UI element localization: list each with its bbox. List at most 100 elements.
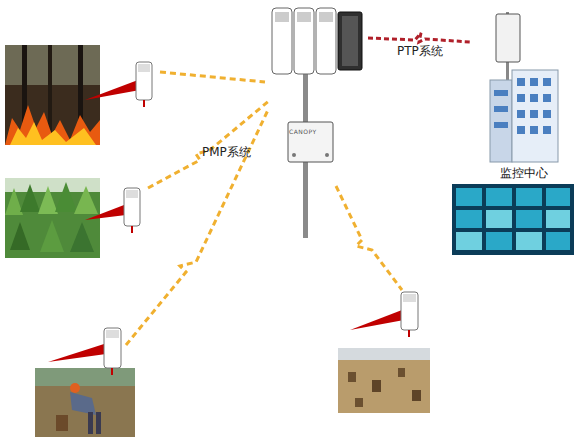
monitoring-center: 监控中心	[470, 10, 575, 255]
window	[543, 126, 551, 134]
panel-antenna	[496, 14, 520, 62]
monitoring-center-art	[452, 12, 574, 255]
helmet	[70, 383, 80, 393]
video-tile	[456, 232, 482, 250]
camera-beam	[85, 205, 126, 220]
window	[530, 78, 538, 86]
camera	[85, 188, 140, 233]
flames	[10, 122, 96, 145]
camera	[350, 292, 418, 337]
video-tile	[546, 188, 570, 206]
camera-beam	[350, 310, 404, 330]
window	[494, 90, 508, 96]
video-tile	[516, 232, 542, 250]
wireless-link	[336, 186, 402, 290]
video-tile	[456, 188, 482, 206]
radio-unit	[272, 8, 292, 74]
panel-antenna	[338, 12, 362, 70]
building-windows	[494, 78, 551, 134]
radio-unit	[316, 8, 336, 74]
link-label: PTP系统	[397, 45, 443, 58]
base-station: CANOPY	[268, 5, 368, 237]
node-label: 监控中心	[500, 167, 548, 180]
tree	[38, 186, 58, 214]
window	[517, 110, 525, 118]
person-body	[70, 392, 96, 415]
camera-mark	[143, 100, 145, 107]
system-label: PMP系统	[202, 146, 251, 159]
forest-fire-photo	[5, 45, 100, 145]
tree	[74, 186, 98, 214]
building	[512, 70, 558, 162]
video-tile	[486, 188, 512, 206]
camera-body	[104, 328, 121, 368]
node-label: CANOPY	[289, 129, 317, 136]
tree-trunk	[48, 45, 52, 135]
pmp-links	[126, 72, 402, 345]
control-box	[288, 122, 333, 162]
photo-background	[35, 368, 135, 437]
camera-top	[138, 64, 150, 72]
video-wall	[452, 184, 574, 255]
video-tiles	[456, 188, 570, 250]
stump	[348, 372, 356, 382]
video-tile	[456, 210, 482, 228]
building-side	[490, 80, 512, 162]
window	[543, 110, 551, 118]
radio-unit	[294, 8, 314, 74]
tree	[55, 182, 77, 212]
camera-body	[401, 292, 418, 330]
radio-top	[275, 12, 289, 22]
window	[530, 94, 538, 102]
stump	[398, 368, 405, 377]
wireless-link	[126, 110, 268, 345]
camera-beam	[48, 344, 106, 362]
box-screw	[325, 153, 329, 157]
person-leg	[88, 412, 93, 434]
video-tile	[486, 210, 512, 228]
radio-top	[297, 12, 311, 22]
camera-body	[136, 62, 152, 100]
forest-photo	[5, 178, 100, 258]
wireless-link	[160, 72, 265, 82]
window	[517, 126, 525, 134]
window	[530, 110, 538, 118]
window	[543, 94, 551, 102]
camera-body	[124, 188, 140, 226]
deforestation-photo	[338, 348, 430, 413]
video-tile	[516, 210, 542, 228]
photo-background	[5, 45, 100, 145]
person-leg	[96, 412, 101, 434]
stump	[355, 398, 363, 407]
camera-beam	[85, 80, 140, 100]
radio-top	[319, 12, 333, 22]
tree	[40, 220, 64, 252]
camera	[48, 328, 121, 375]
tree	[20, 184, 40, 212]
window	[543, 78, 551, 86]
photo-background	[5, 178, 100, 258]
stump	[412, 390, 421, 401]
window	[517, 94, 525, 102]
camera-mark	[131, 226, 133, 233]
camera-mark	[408, 330, 410, 337]
sky	[338, 348, 430, 360]
window	[494, 122, 508, 128]
tree	[70, 222, 94, 252]
tree	[5, 188, 23, 215]
window	[530, 126, 538, 134]
camera-top	[126, 190, 138, 198]
photo-background	[338, 348, 430, 413]
video-tile	[516, 188, 542, 206]
window	[494, 106, 508, 112]
stump	[56, 415, 68, 431]
video-tile	[486, 232, 512, 250]
camera-top	[106, 330, 119, 338]
video-tile	[546, 232, 570, 250]
flames	[5, 105, 100, 145]
camera-mark	[111, 368, 113, 375]
box-screw	[292, 153, 296, 157]
